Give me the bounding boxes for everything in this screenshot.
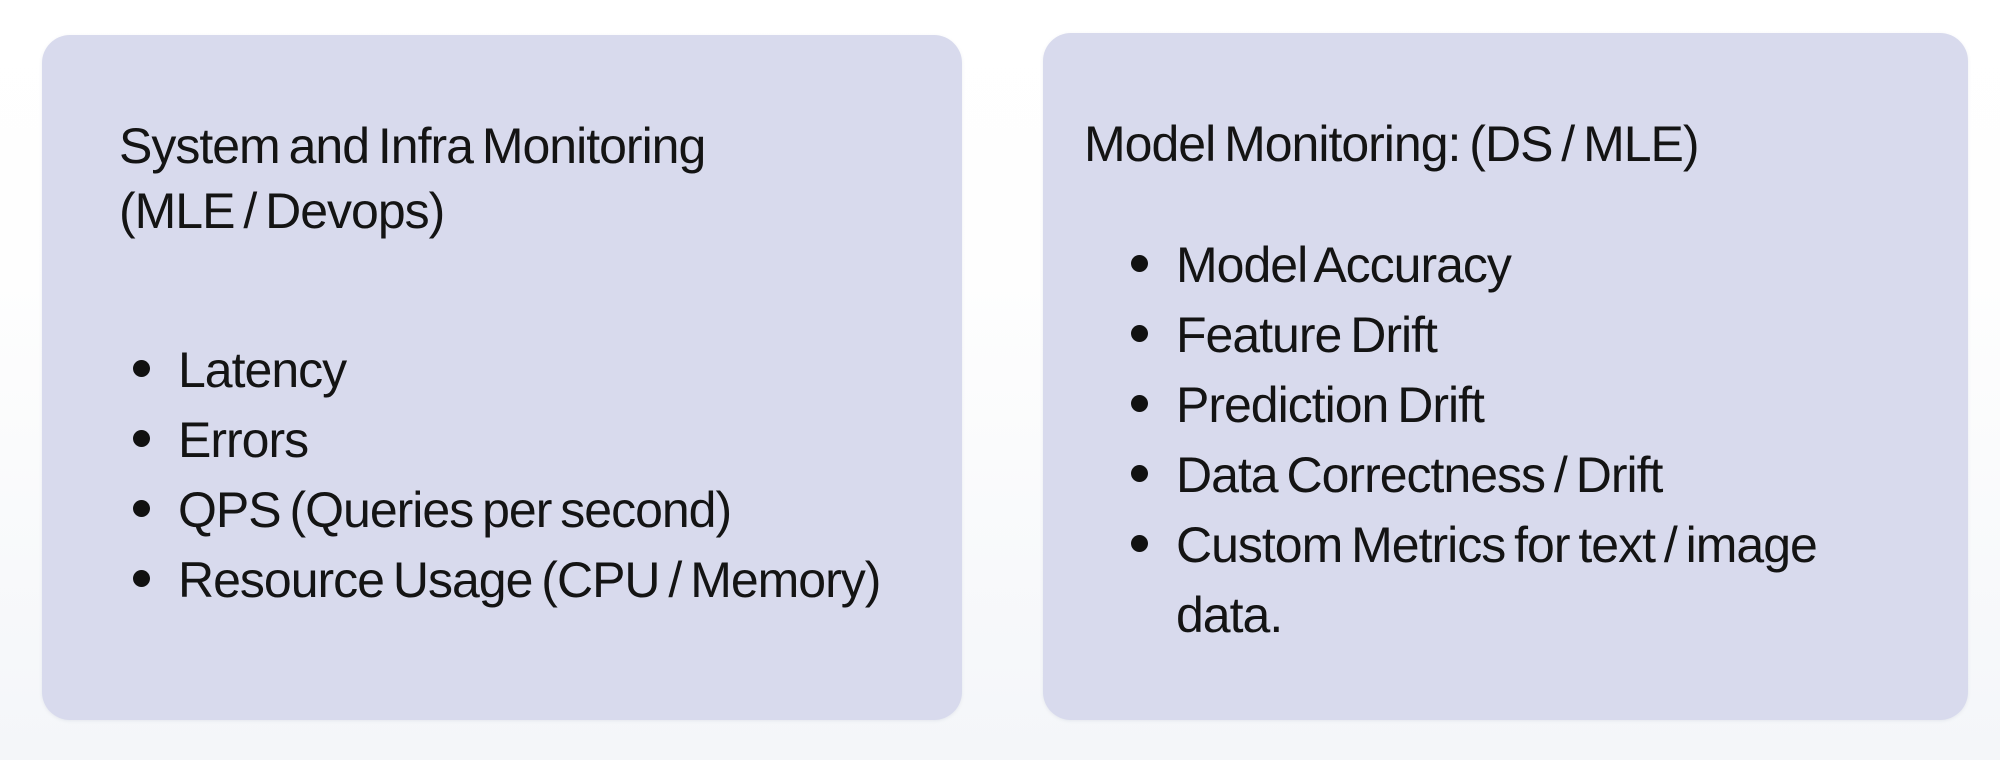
list-item: Prediction Drift	[1131, 370, 1921, 440]
list-item: Model Accuracy	[1131, 230, 1921, 300]
list-item: Feature Drift	[1131, 300, 1921, 370]
list-item: Latency	[133, 335, 903, 405]
list-item-label: QPS (Queries per second)	[178, 482, 732, 538]
list-item-label: Custom Metrics for text / image data.	[1176, 517, 1818, 643]
list-item: Errors	[133, 405, 903, 475]
model-monitoring-card: Model Monitoring: (DS / MLE) Model Accur…	[1043, 33, 1968, 720]
bullet-icon	[133, 570, 150, 587]
system-infra-card-title: System and Infra Monitoring (MLE / Devop…	[119, 114, 706, 244]
bullet-icon	[1131, 255, 1148, 272]
list-item: Resource Usage (CPU / Memory)	[133, 545, 903, 615]
bullet-icon	[133, 500, 150, 517]
bullet-icon	[1131, 465, 1148, 482]
card-title-line: System and Infra Monitoring	[119, 118, 706, 174]
model-monitoring-bullet-list: Model Accuracy Feature Drift Prediction …	[1131, 230, 1921, 650]
list-item-label: Prediction Drift	[1176, 377, 1485, 433]
system-infra-monitoring-card: System and Infra Monitoring (MLE / Devop…	[42, 35, 962, 720]
bullet-icon	[1131, 325, 1148, 342]
model-monitoring-card-title: Model Monitoring: (DS / MLE)	[1084, 112, 1700, 177]
bullet-icon	[1131, 535, 1148, 552]
list-item-label: Model Accuracy	[1176, 237, 1512, 293]
list-item: QPS (Queries per second)	[133, 475, 903, 545]
bullet-icon	[133, 430, 150, 447]
list-item-label: Errors	[178, 412, 309, 468]
list-item-label: Resource Usage (CPU / Memory)	[178, 552, 881, 608]
card-title-line: (MLE / Devops)	[119, 183, 445, 239]
list-item: Data Correctness / Drift	[1131, 440, 1921, 510]
list-item-label: Latency	[178, 342, 347, 398]
list-item-label: Feature Drift	[1176, 307, 1438, 363]
system-infra-bullet-list: Latency Errors QPS (Queries per second) …	[133, 335, 903, 615]
list-item-label: Data Correctness / Drift	[1176, 447, 1663, 503]
card-title-line: Model Monitoring: (DS / MLE)	[1084, 116, 1700, 172]
list-item: Custom Metrics for text / image data.	[1131, 510, 1921, 650]
bullet-icon	[133, 360, 150, 377]
bullet-icon	[1131, 395, 1148, 412]
